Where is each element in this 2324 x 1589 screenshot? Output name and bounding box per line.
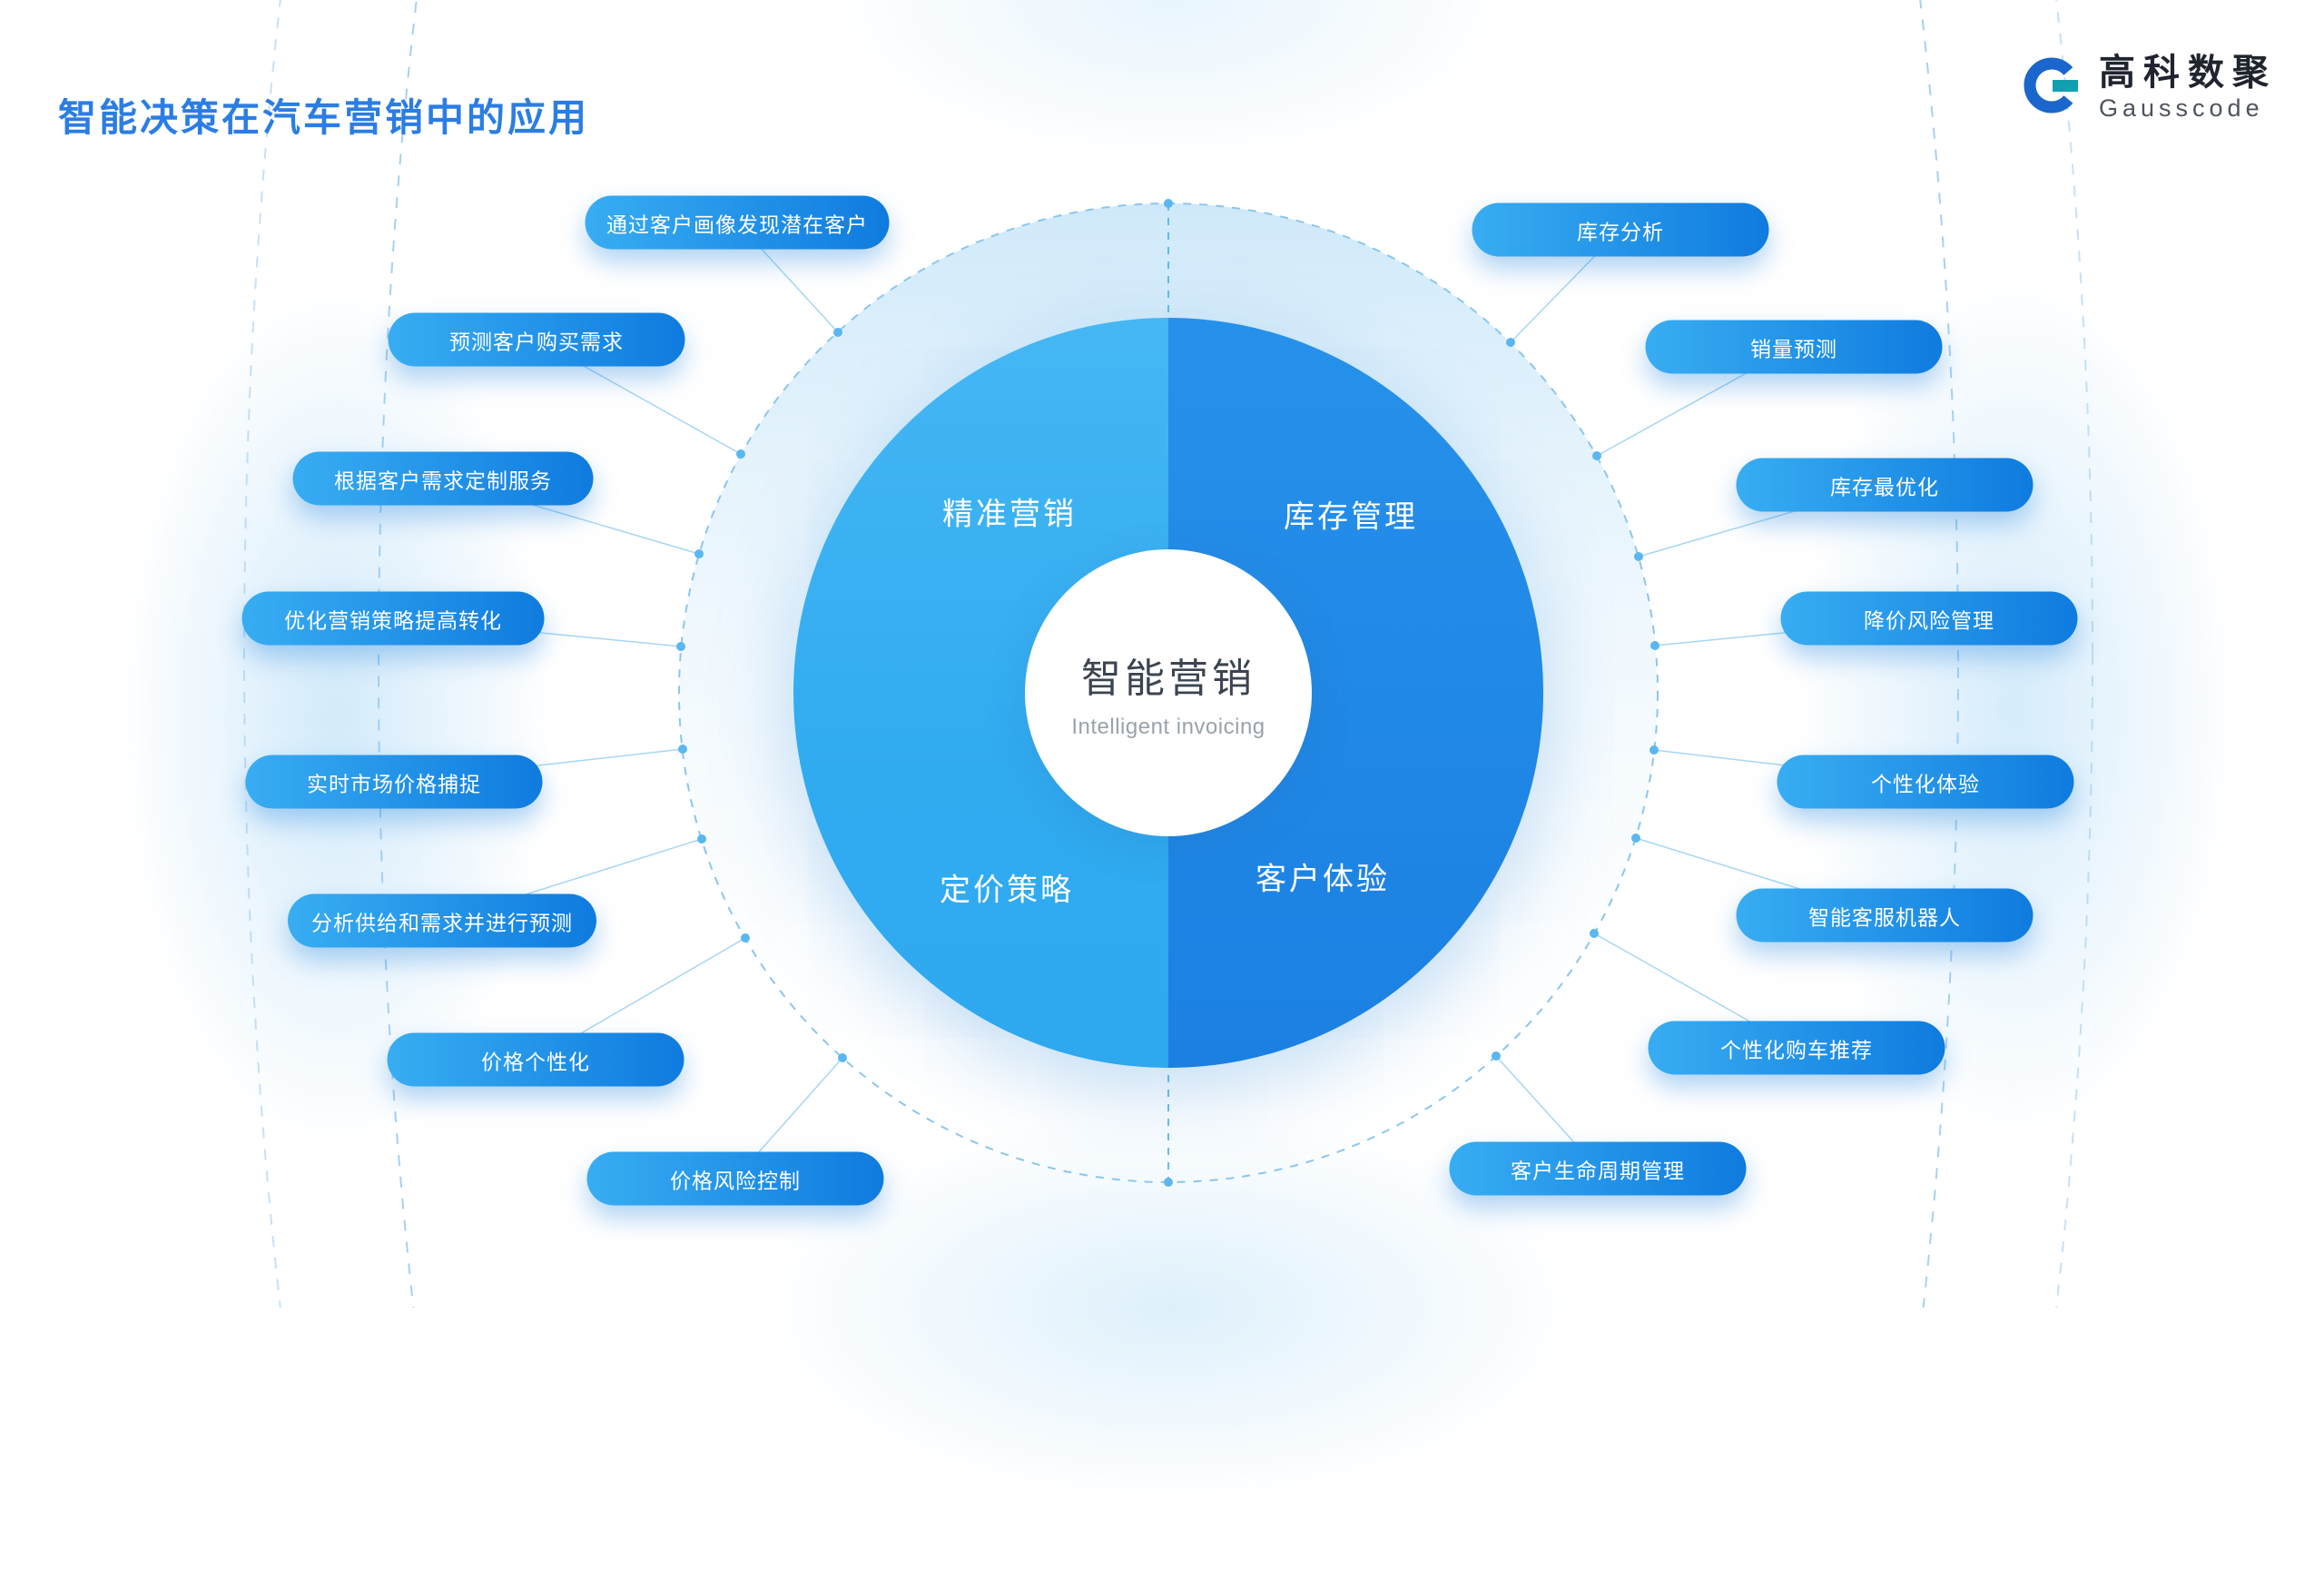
connector-dot — [736, 449, 745, 459]
connector-dot — [676, 642, 685, 651]
background-dashed-ellipses — [243, 0, 2093, 1308]
feature-pill-right-5: 个性化体验 — [1777, 755, 2074, 809]
connector-dot — [1164, 1178, 1173, 1187]
quadrant-label-top-right: 库存管理 — [1284, 499, 1418, 535]
connector-dot — [1649, 745, 1659, 755]
quadrant-label-bottom-left: 定价策略 — [940, 873, 1074, 908]
page-title: 智能决策在汽车营销中的应用 — [58, 96, 590, 139]
logo-subtitle: Gausscode — [2099, 94, 2264, 122]
connector-dot — [694, 549, 704, 558]
connector-dot — [1592, 451, 1601, 460]
logo: 高科数聚 Gausscode — [2019, 53, 2277, 123]
feature-pill-right-6: 智能客服机器人 — [1736, 888, 2034, 943]
feature-pill-left-8: 价格风险控制 — [586, 1151, 884, 1206]
connector-dot — [1164, 199, 1173, 208]
feature-pill-left-2: 预测客户购买需求 — [388, 312, 685, 367]
connector-dot — [1634, 552, 1643, 561]
feature-pill-left-3: 根据客户需求定制服务 — [292, 451, 594, 506]
feature-pill-left-7: 价格个性化 — [387, 1032, 684, 1087]
connector-dot — [741, 933, 750, 943]
quadrant-label-top-left: 精准营销 — [942, 497, 1077, 532]
dashed-ellipse-outer — [243, 0, 2093, 1308]
wheel: 精准营销 库存管理 定价策略 客户体验 — [793, 318, 1543, 1068]
feature-pill-right-2: 销量预测 — [1645, 320, 1943, 374]
feature-pill-right-1: 库存分析 — [1472, 202, 1769, 257]
feature-pill-right-3: 库存最优化 — [1736, 458, 2034, 512]
connector-dot — [1590, 929, 1599, 938]
feature-pill-right-4: 降价风险管理 — [1780, 591, 2078, 646]
connector-dot — [678, 745, 687, 754]
logo-name: 高科数聚 — [2099, 53, 2277, 93]
feature-pill-left-4: 优化营销策略提高转化 — [241, 591, 545, 646]
feature-pill-left-5: 实时市场价格捕捉 — [245, 755, 543, 809]
feature-pill-right-7: 个性化购车推荐 — [1648, 1021, 1945, 1075]
hub: 智能营销 Intelligent invoicing — [1025, 549, 1312, 836]
hub-title: 智能营销 — [1081, 656, 1256, 701]
dashed-ellipse-inner — [378, 0, 1959, 1308]
hub-subtitle: Intelligent invoicing — [1071, 715, 1265, 739]
connector-dot — [697, 834, 706, 844]
feature-pill-right-8: 客户生命周期管理 — [1449, 1141, 1747, 1196]
logo-icon — [2019, 53, 2084, 123]
feature-pill-left-6: 分析供给和需求并进行预测 — [288, 893, 596, 948]
connector-dot — [1650, 641, 1659, 650]
feature-pill-left-1: 通过客户画像发现潜在客户 — [585, 195, 890, 250]
connector-dot — [1631, 834, 1640, 843]
quadrant-label-bottom-right: 客户体验 — [1256, 862, 1390, 897]
logo-text: 高科数聚 Gausscode — [2099, 53, 2277, 123]
